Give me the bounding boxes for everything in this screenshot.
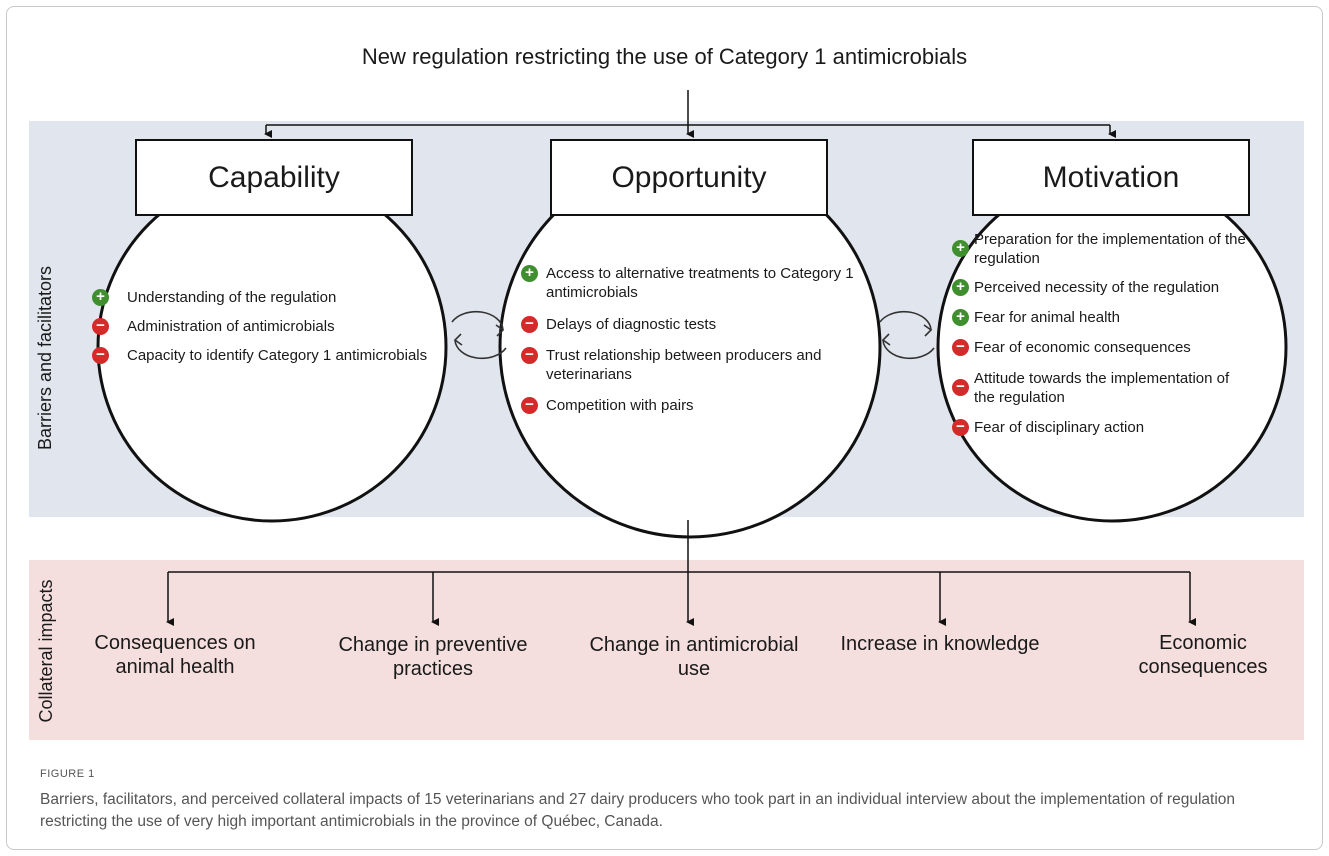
motivation-box: Motivation: [972, 139, 1250, 216]
figure-caption: Barriers, facilitators, and perceived co…: [40, 791, 1236, 830]
motivation-item: − Fear of disciplinary action: [952, 418, 1252, 437]
opportunity-item: − Competition with pairs: [521, 396, 866, 415]
barrier-minus-icon: −: [92, 347, 109, 364]
impact-item: Change in preventive practices: [338, 634, 528, 680]
capability-item: + Understanding of the regulation: [92, 288, 462, 307]
barrier-minus-icon: −: [92, 318, 109, 335]
motivation-item: − Attitude towards the implementation of…: [952, 369, 1252, 407]
opportunity-item: − Delays of diagnostic tests: [521, 315, 866, 334]
capability-item: − Administration of antimicrobials: [92, 317, 462, 336]
figure-label: FIGURE 1: [40, 768, 95, 780]
collateral-impacts-label: Collateral impacts: [36, 579, 56, 723]
facilitator-plus-icon: +: [952, 309, 969, 326]
facilitator-plus-icon: +: [521, 265, 538, 282]
barrier-minus-icon: −: [521, 397, 538, 414]
barrier-minus-icon: −: [952, 339, 969, 356]
opportunity-box: Opportunity: [550, 139, 828, 216]
impact-item: Economic consequences: [1138, 632, 1268, 678]
cycle-icon-left: [451, 310, 507, 360]
capability-item: − Capacity to identify Category 1 antimi…: [92, 346, 462, 365]
motivation-item: + Preparation for the implementation of …: [952, 230, 1252, 268]
facilitator-plus-icon: +: [952, 279, 969, 296]
barrier-minus-icon: −: [952, 419, 969, 436]
motivation-item: + Perceived necessity of the regulation: [952, 278, 1252, 297]
diagram-title: New regulation restricting the use of Ca…: [361, 44, 968, 69]
motivation-item: − Fear of economic consequences: [952, 338, 1252, 357]
collateral-impacts-band: [29, 560, 1304, 740]
barrier-minus-icon: −: [521, 347, 538, 364]
impact-item: Increase in knowledge: [840, 633, 1040, 655]
barrier-minus-icon: −: [521, 316, 538, 333]
capability-box: Capability: [135, 139, 413, 216]
opportunity-item: − Trust relationship between producers a…: [521, 346, 866, 384]
impact-item: Consequences on animal health: [94, 632, 256, 678]
cycle-icon-right: [879, 310, 935, 360]
motivation-item: + Fear for animal health: [952, 308, 1252, 327]
facilitator-plus-icon: +: [952, 240, 969, 257]
barriers-facilitators-label: Barriers and facilitators: [35, 265, 55, 451]
facilitator-plus-icon: +: [92, 289, 109, 306]
impact-item: Change in antimicrobial use: [589, 634, 799, 680]
opportunity-item: + Access to alternative treatments to Ca…: [521, 264, 866, 302]
barrier-minus-icon: −: [952, 379, 969, 396]
